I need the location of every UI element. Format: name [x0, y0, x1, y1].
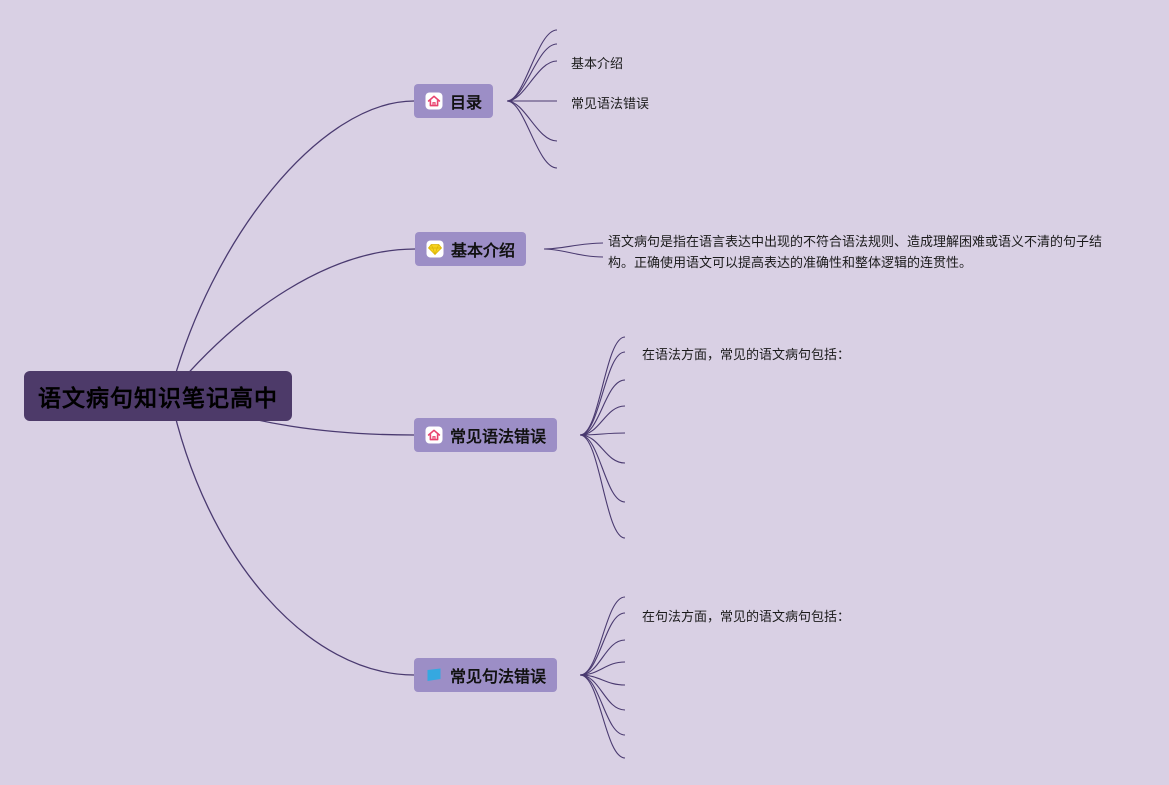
home-icon	[425, 92, 443, 110]
node-syntax-errors[interactable]: 常见句法错误	[414, 658, 558, 692]
child-node-syntax-desc[interactable]: 在句法方面，常见的语文病句包括：	[642, 609, 851, 624]
node-intro[interactable]: 基本介绍	[415, 232, 527, 266]
gem-icon	[426, 240, 444, 258]
node-label: 常见语法错误	[450, 429, 547, 446]
node-toc[interactable]: 目录	[414, 84, 494, 118]
root-node-label: 语文病句知识笔记高中	[38, 385, 278, 411]
node-label: 常见句法错误	[450, 669, 547, 686]
child-node-grammar-desc[interactable]: 在语法方面，常见的语文病句包括：	[642, 347, 851, 362]
home-icon	[425, 426, 443, 444]
child-node-intro-paragraph[interactable]: 语文病句是指在语言表达中出现的不符合语法规则、造成理解困难或语义不清的句子结构。…	[608, 234, 1103, 271]
blue-square-icon	[425, 666, 443, 684]
child-node-common-grammar[interactable]: 常见语法错误	[571, 96, 650, 111]
node-label: 目录	[450, 95, 483, 112]
node-grammar-errors[interactable]: 常见语法错误	[414, 418, 558, 452]
syntax-child-curves	[579, 596, 626, 759]
child-node-basic-intro[interactable]: 基本介绍	[571, 56, 624, 71]
intro-child-curves	[543, 242, 604, 258]
toc-child-curves	[506, 29, 558, 169]
root-node[interactable]: 语文病句知识笔记高中	[24, 371, 292, 421]
grammar-child-curves	[579, 336, 626, 539]
node-label: 基本介绍	[451, 243, 516, 260]
